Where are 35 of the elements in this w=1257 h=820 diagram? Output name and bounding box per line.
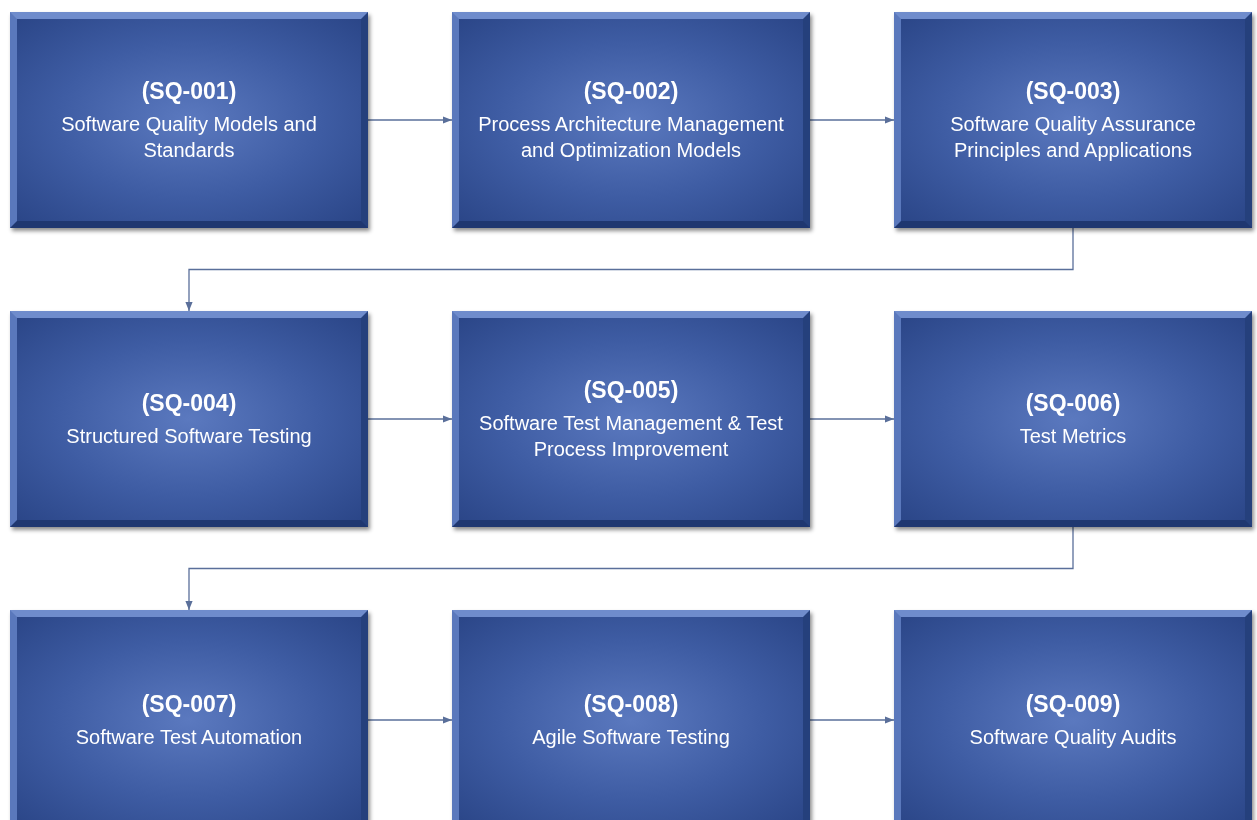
module-box xyxy=(10,12,368,228)
arrow xyxy=(367,116,453,124)
arrow xyxy=(809,415,895,423)
module-code: (SQ-002) xyxy=(583,77,679,105)
module-title: Software Quality Assurance Principles and Applications xyxy=(949,111,1197,163)
module-box xyxy=(894,311,1252,527)
module-box xyxy=(452,12,810,228)
module-code: (SQ-003) xyxy=(1025,77,1121,105)
module-code: (SQ-005) xyxy=(583,376,679,404)
module-code: (SQ-001) xyxy=(141,77,237,105)
arrow xyxy=(185,526,1074,611)
module-title: Software Test Management & Test Process Improvement xyxy=(478,410,784,462)
module-box xyxy=(452,610,810,820)
module-box xyxy=(10,311,368,527)
arrow xyxy=(809,716,895,724)
module-code: (SQ-004) xyxy=(141,389,237,417)
module-box xyxy=(894,610,1252,820)
module-title: Software Quality Audits xyxy=(969,724,1177,750)
module-code: (SQ-008) xyxy=(583,690,679,718)
module-title: Test Metrics xyxy=(1019,423,1127,449)
module-title: Structured Software Testing xyxy=(66,423,312,449)
module-title: Process Architecture Management and Optimization Models xyxy=(477,111,785,163)
module-code: (SQ-006) xyxy=(1025,389,1121,417)
module-box xyxy=(894,12,1252,228)
arrow xyxy=(367,415,453,423)
arrow xyxy=(367,716,453,724)
module-title: Agile Software Testing xyxy=(532,724,730,750)
module-box xyxy=(452,311,810,527)
module-title: Software Test Automation xyxy=(75,724,303,750)
module-title: Software Quality Models and Standards xyxy=(60,111,318,163)
module-code: (SQ-007) xyxy=(141,690,237,718)
arrow xyxy=(185,227,1074,312)
module-box xyxy=(10,610,368,820)
module-code: (SQ-009) xyxy=(1025,690,1121,718)
arrow xyxy=(809,116,895,124)
